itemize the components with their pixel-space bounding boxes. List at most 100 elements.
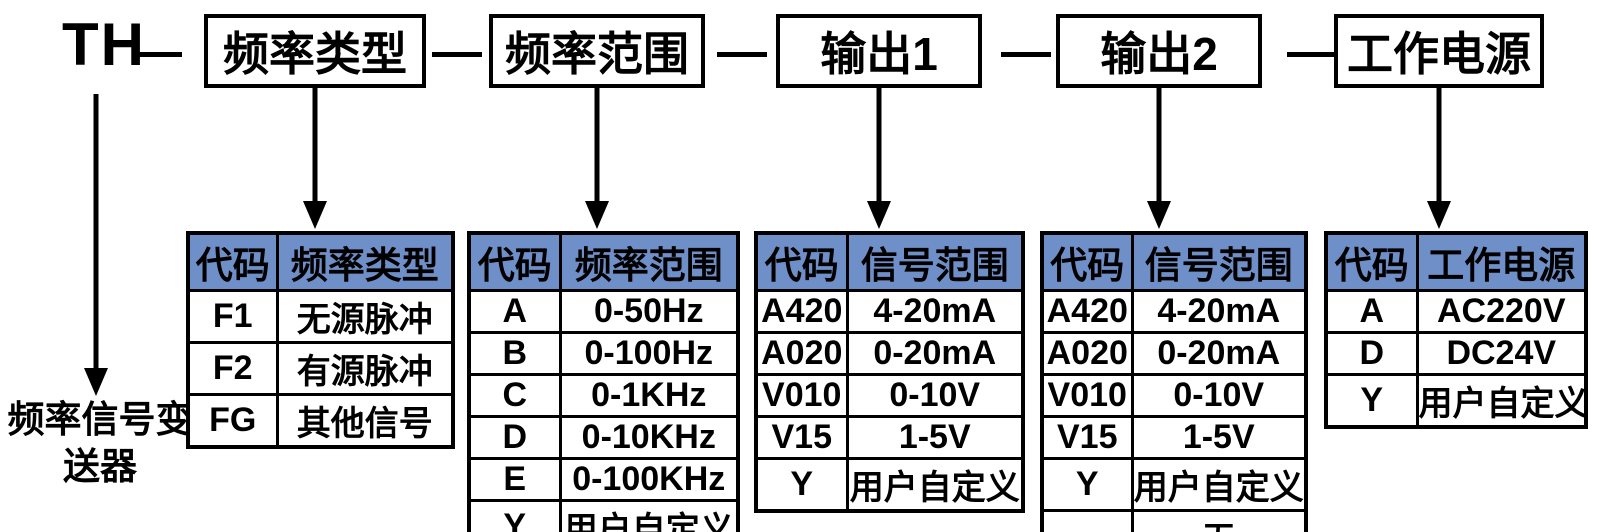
table-header-row: 代码 信号范围 xyxy=(1040,231,1308,292)
code-cell: E xyxy=(467,457,562,502)
code-cell: A420 xyxy=(1040,289,1134,334)
value-cell: 其他信号 xyxy=(275,393,455,449)
code-cell: Y xyxy=(754,457,849,513)
header-code: 代码 xyxy=(754,231,849,292)
value-cell: 0-20mA xyxy=(845,331,1025,376)
header-code: 代码 xyxy=(186,231,279,292)
arrow-prefix-to-description xyxy=(84,94,108,396)
value-cell: AC220V xyxy=(1415,289,1588,334)
arrow-head-icon xyxy=(585,201,609,229)
arrow-shaft xyxy=(1156,88,1162,205)
arrow-output1 xyxy=(867,87,891,229)
code-cell: A020 xyxy=(754,331,849,376)
table-row: 无 xyxy=(1040,509,1308,532)
dash-separator: — xyxy=(432,23,482,79)
arrow-output2 xyxy=(1147,88,1171,229)
code-cell: A xyxy=(1324,289,1419,334)
model-prefix: TH xyxy=(62,11,146,78)
value-cell: 1-5V xyxy=(845,415,1025,460)
value-cell: DC24V xyxy=(1415,331,1588,376)
code-cell: V010 xyxy=(1040,373,1134,418)
value-cell: 4-20mA xyxy=(845,289,1025,334)
code-cell: FG xyxy=(186,393,279,449)
arrow-shaft xyxy=(93,94,99,372)
code-cell: A020 xyxy=(1040,331,1134,376)
value-cell: 0-10V xyxy=(1130,373,1308,418)
arrow-head-icon xyxy=(867,201,891,229)
value-cell: 无 xyxy=(1130,509,1308,532)
arrow-power-supply xyxy=(1427,88,1451,229)
dash-separator: — xyxy=(717,23,767,79)
value-cell: 0-1KHz xyxy=(558,373,740,418)
value-cell: 用户自定义 xyxy=(558,499,740,532)
table-header-row: 代码 工作电源 xyxy=(1324,231,1588,292)
code-cell: C xyxy=(467,373,562,418)
code-cell: V010 xyxy=(754,373,849,418)
arrow-head-icon xyxy=(303,201,327,229)
table-header-row: 代码 频率类型 xyxy=(186,231,455,292)
header-code: 代码 xyxy=(467,231,562,292)
value-cell: 0-10V xyxy=(845,373,1025,418)
value-cell: 无源脉冲 xyxy=(275,289,455,344)
code-cell: D xyxy=(1324,331,1419,376)
value-cell: 0-50Hz xyxy=(558,289,740,334)
header-code: 代码 xyxy=(1324,231,1419,292)
value-cell: 0-20mA xyxy=(1130,331,1308,376)
value-cell: 用户自定义 xyxy=(1415,373,1588,429)
code-cell: Y xyxy=(467,499,562,532)
arrow-frequency-type xyxy=(303,88,327,229)
value-cell: 有源脉冲 xyxy=(275,341,455,396)
segment-box-output2: 输出2 xyxy=(1056,14,1262,88)
segment-box-output1: 输出1 xyxy=(776,14,982,88)
code-cell: B xyxy=(467,331,562,376)
dash-separator: — xyxy=(132,23,182,79)
arrow-head-icon xyxy=(1427,201,1451,229)
header-value: 频率类型 xyxy=(275,231,455,292)
prefix-description-line2: 送器 xyxy=(63,446,137,487)
header-value: 信号范围 xyxy=(1130,231,1308,292)
segment-box-power-supply: 工作电源 xyxy=(1334,14,1544,88)
code-cell xyxy=(1040,509,1134,532)
header-value: 频率范围 xyxy=(558,231,740,292)
table-header-row: 代码 频率范围 xyxy=(467,231,740,292)
header-value: 工作电源 xyxy=(1415,231,1588,292)
code-cell: Y xyxy=(1040,457,1134,512)
arrow-shaft xyxy=(312,88,318,205)
code-cell: A xyxy=(467,289,562,334)
segment-box-frequency-type: 频率类型 xyxy=(204,14,426,88)
code-cell: F1 xyxy=(186,289,279,344)
header-value: 信号范围 xyxy=(845,231,1025,292)
value-cell: 0-100Hz xyxy=(558,331,740,376)
value-cell: 用户自定义 xyxy=(1130,457,1308,512)
value-cell: 用户自定义 xyxy=(845,457,1025,513)
code-cell: A420 xyxy=(754,289,849,334)
dash-separator: — xyxy=(1001,23,1051,79)
